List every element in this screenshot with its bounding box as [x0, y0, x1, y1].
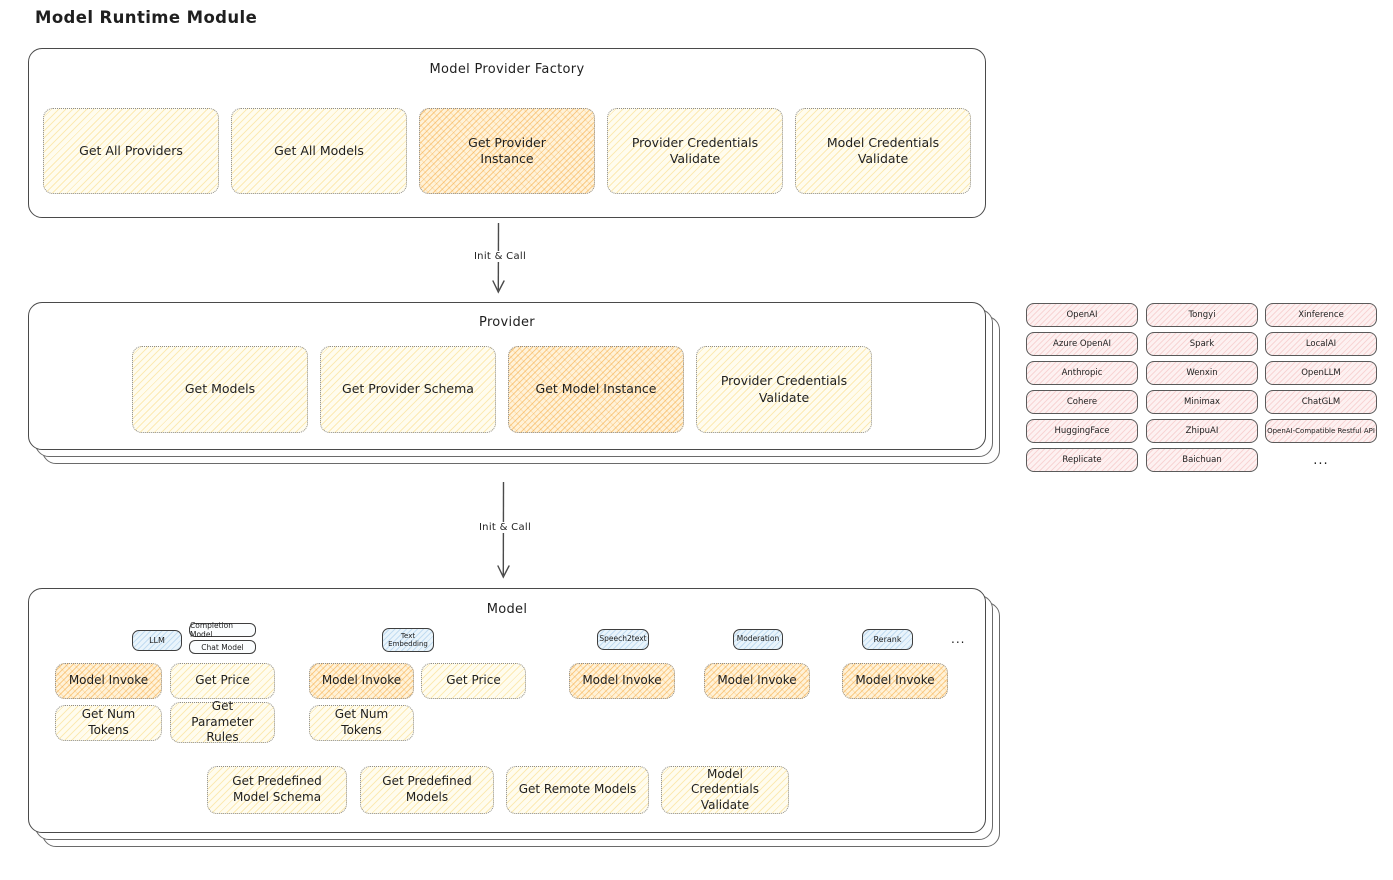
- model-fn-get-predefined-models: Get Predefined Models: [360, 766, 494, 814]
- factory-section-label: Model Provider Factory: [429, 62, 585, 77]
- speech2text-model-invoke: Model Invoke: [569, 663, 675, 699]
- model-type-rerank: Rerank: [862, 629, 913, 650]
- llm-get-price: Get Price: [170, 663, 275, 699]
- factory-fn-get-provider-instance: Get Provider Instance: [419, 108, 595, 194]
- model-types-more-ellipsis: ...: [951, 632, 966, 646]
- llm-get-num-tokens: Get Num Tokens: [55, 705, 162, 741]
- model-type-completion-model: Completion Model: [189, 621, 256, 639]
- provider-implementations: OpenAI Tongyi Xinference Azure OpenAI Sp…: [1026, 303, 1378, 473]
- moderation-model-invoke: Model Invoke: [704, 663, 810, 699]
- provider-zhipuai: ZhipuAI: [1146, 419, 1258, 443]
- model-type-text-embedding: Text Embedding: [382, 628, 434, 652]
- model-type-moderation: Moderation: [733, 629, 783, 650]
- provider-xinference: Xinference: [1265, 303, 1377, 327]
- init-call-label-top: Init & Call: [460, 251, 540, 262]
- model-type-chat-model: Chat Model: [189, 640, 256, 654]
- provider-openllm: OpenLLM: [1265, 361, 1377, 385]
- factory-fn-get-all-models: Get All Models: [231, 108, 407, 194]
- provider-replicate: Replicate: [1026, 448, 1138, 472]
- provider-section-label: Provider: [479, 315, 535, 330]
- factory-section: Model Provider Factory Get All Providers…: [28, 48, 986, 218]
- rerank-model-invoke: Model Invoke: [842, 663, 948, 699]
- page-title: Model Runtime Module: [35, 8, 258, 27]
- text-embedding-get-price: Get Price: [421, 663, 526, 699]
- model-type-speech2text: Speech2text: [597, 629, 649, 650]
- provider-huggingface: HuggingFace: [1026, 419, 1138, 443]
- provider-anthropic: Anthropic: [1026, 361, 1138, 385]
- provider-fn-get-models: Get Models: [132, 346, 308, 433]
- provider-baichuan: Baichuan: [1146, 448, 1258, 472]
- model-section: Model LLM Completion Model Chat Model Te…: [28, 588, 986, 833]
- text-embedding-model-invoke: Model Invoke: [309, 663, 414, 699]
- provider-azure-openai: Azure OpenAI: [1026, 332, 1138, 356]
- model-type-llm: LLM: [132, 630, 182, 651]
- provider-wenxin: Wenxin: [1146, 361, 1258, 385]
- factory-fn-get-all-providers: Get All Providers: [43, 108, 219, 194]
- provider-chatglm: ChatGLM: [1265, 390, 1377, 414]
- provider-more-ellipsis: ...: [1313, 452, 1329, 468]
- provider-minimax: Minimax: [1146, 390, 1258, 414]
- provider-section: Provider Get Models Get Provider Schema …: [28, 302, 986, 450]
- model-fn-get-predefined-model-schema: Get Predefined Model Schema: [207, 766, 347, 814]
- provider-tongyi: Tongyi: [1146, 303, 1258, 327]
- model-fn-model-credentials-validate: Model Credentials Validate: [661, 766, 789, 814]
- provider-spark: Spark: [1146, 332, 1258, 356]
- factory-fn-provider-credentials-validate: Provider Credentials Validate: [607, 108, 783, 194]
- provider-fn-get-model-instance: Get Model Instance: [508, 346, 684, 433]
- llm-get-parameter-rules: Get Parameter Rules: [170, 699, 275, 744]
- provider-fn-provider-credentials-validate: Provider Credentials Validate: [696, 346, 872, 433]
- factory-fn-model-credentials-validate: Model Credentials Validate: [795, 108, 971, 194]
- model-section-label: Model: [486, 602, 528, 617]
- provider-fn-get-provider-schema: Get Provider Schema: [320, 346, 496, 433]
- provider-cohere: Cohere: [1026, 390, 1138, 414]
- provider-openai: OpenAI: [1026, 303, 1138, 327]
- llm-model-invoke: Model Invoke: [55, 663, 162, 699]
- provider-localai: LocalAI: [1265, 332, 1377, 356]
- model-fn-get-remote-models: Get Remote Models: [506, 766, 649, 814]
- init-call-label-bottom: Init & Call: [465, 522, 545, 533]
- text-embedding-get-num-tokens: Get Num Tokens: [309, 705, 414, 741]
- provider-openai-compatible: OpenAI-Compatible Restful API: [1265, 419, 1377, 443]
